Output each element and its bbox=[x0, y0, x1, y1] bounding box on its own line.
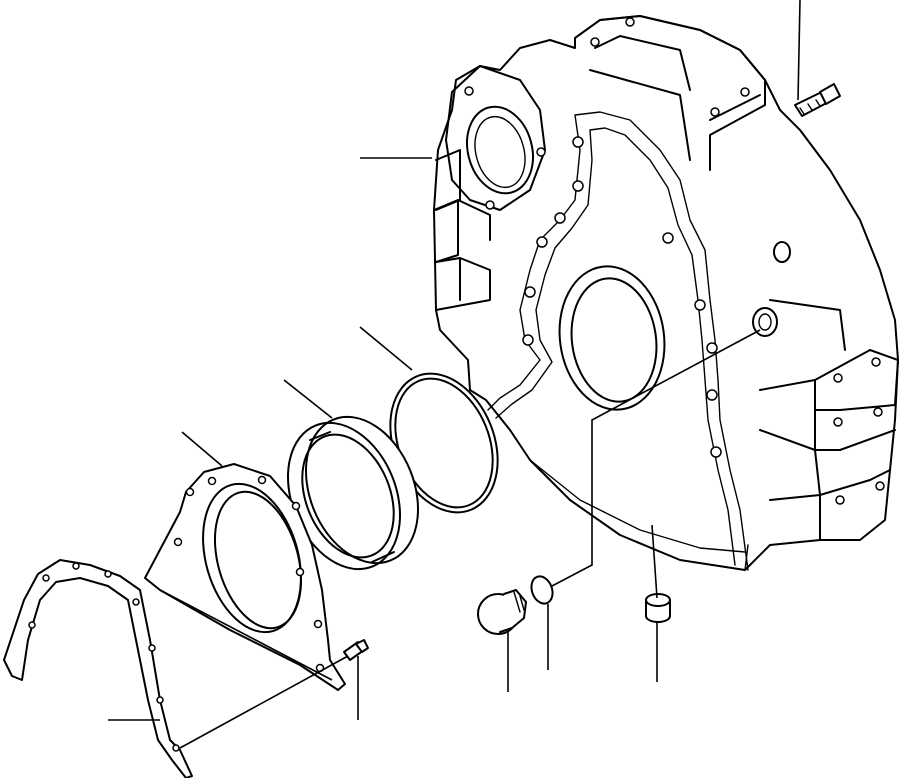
o-ring-small bbox=[530, 575, 554, 605]
leader-bolt bbox=[797, 0, 801, 101]
leader-o-ring bbox=[359, 326, 413, 371]
gasket bbox=[3, 559, 193, 778]
cap-plug bbox=[645, 593, 671, 623]
plug bbox=[477, 589, 527, 635]
flywheel-housing bbox=[433, 15, 899, 571]
seal-retainer bbox=[144, 463, 346, 691]
leader-retainer-axis bbox=[159, 589, 333, 681]
leader-port-axis bbox=[551, 329, 761, 587]
leader-nipple-axis bbox=[179, 655, 349, 749]
leader-lines bbox=[108, 0, 801, 749]
leader-retainer bbox=[181, 431, 223, 467]
leader-oil-seal bbox=[283, 379, 333, 419]
grease-nipple bbox=[343, 639, 369, 661]
leader-cap-axis bbox=[651, 524, 658, 599]
bolt bbox=[794, 83, 841, 117]
